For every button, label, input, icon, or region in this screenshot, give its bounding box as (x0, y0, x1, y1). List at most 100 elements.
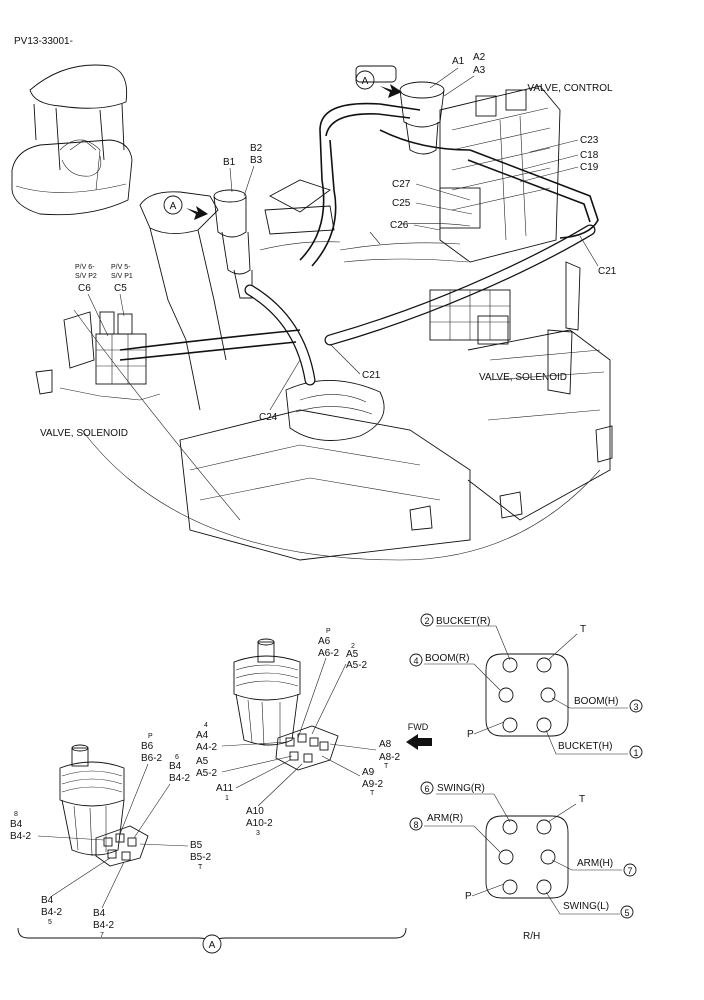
pin-tag: 8 (14, 811, 18, 818)
port-number: 2 (424, 616, 429, 626)
left-lever-detail (59, 744, 149, 867)
part-label-c24: C24 (259, 412, 278, 423)
pin-tag: T (384, 763, 389, 770)
port-label: BUCKET(H) (558, 741, 612, 752)
part-label-b4-2: B4-2 (41, 907, 63, 918)
port-number: 3 (633, 702, 638, 712)
port-number: 8 (413, 820, 418, 830)
callout-letter: A (362, 76, 369, 87)
part-label-a2: A2 (473, 52, 486, 63)
part-label-a8: A8 (379, 739, 392, 750)
frame-structure (35, 179, 613, 561)
cab-thumbnail (11, 64, 133, 216)
port-number: 5 (624, 908, 629, 918)
rh-label: R/H (523, 931, 540, 942)
port-t-label: T (580, 624, 586, 635)
part-label-a4: A4 (196, 730, 209, 741)
pin-tag: T (198, 864, 203, 871)
part-label-a6: A6 (318, 636, 331, 647)
port-number: 1 (633, 748, 638, 758)
pin-tag: P (326, 628, 331, 635)
fwd-label: FWD (408, 722, 429, 732)
part-label-c21: C21 (598, 266, 617, 277)
part-label-a5-2: A5-2 (196, 768, 218, 779)
pin-tag: 6 (175, 754, 179, 761)
pin-tag: 3 (256, 830, 260, 837)
valve-solenoid-label: VALVE, SOLENOID (479, 372, 567, 383)
pin-tag: T (370, 790, 375, 797)
port-diagram-bottom: T P 6 SWING(R) 8 ARM(R) 7 ARM(H) 5 SWING… (409, 781, 637, 919)
part-label-a3: A3 (473, 65, 486, 76)
valve-solenoid-label: VALVE, SOLENOID (40, 428, 128, 439)
part-label-b6: B6 (141, 741, 154, 752)
lever-b-upper (213, 189, 253, 299)
fwd-arrow-icon (406, 734, 432, 750)
part-tag-c6-1: P/V 6- (75, 264, 95, 271)
solenoid-valve-right (429, 289, 511, 345)
lever-a-upper (355, 65, 445, 155)
part-label-c6: C6 (78, 283, 91, 294)
port-number: 7 (627, 866, 632, 876)
callout-letter: A (209, 940, 216, 951)
port-label: BOOM(R) (425, 653, 469, 664)
part-tag-c6-2: S/V P2 (75, 273, 97, 280)
port-label: BUCKET(R) (436, 616, 490, 627)
pin-tag: 2 (351, 643, 355, 650)
port-label: ARM(H) (577, 858, 613, 869)
port-label: SWING(L) (563, 901, 609, 912)
part-label-b4-2: B4-2 (10, 831, 32, 842)
pin-tag: 1 (225, 795, 229, 802)
pin-tag: 5 (48, 919, 52, 926)
port-t-label: T (579, 794, 585, 805)
part-label-c5: C5 (114, 283, 127, 294)
part-label-c23: C23 (580, 135, 599, 146)
part-label-c27: C27 (392, 179, 411, 190)
port-p-label: P (465, 891, 472, 902)
part-label-a10-2: A10-2 (246, 818, 273, 829)
part-label-a9-2: A9-2 (362, 779, 384, 790)
part-label-a10: A10 (246, 806, 264, 817)
part-label-b1: B1 (223, 157, 236, 168)
part-label-b3: B3 (250, 155, 263, 166)
part-label-c21: C21 (362, 370, 381, 381)
part-label-c19: C19 (580, 162, 599, 173)
detail-bracket: A (17, 927, 407, 954)
part-label-a5: A5 (196, 756, 209, 767)
callout-a-mid: A (163, 195, 208, 220)
part-label-c18: C18 (580, 150, 599, 161)
part-label-a11: A11 (216, 783, 233, 794)
part-label-c26: C26 (390, 220, 409, 231)
part-label-b4: B4 (93, 908, 106, 919)
part-label-b6-2: B6-2 (141, 753, 163, 764)
callout-a-top: A (355, 70, 402, 98)
part-label-b4: B4 (41, 895, 54, 906)
control-valve-block (439, 85, 561, 263)
pin-tag: 7 (100, 932, 104, 939)
part-label-a1: A1 (452, 56, 465, 67)
part-label-b2: B2 (250, 143, 263, 154)
port-number: 6 (424, 784, 429, 794)
part-label-a5: A5 (346, 649, 359, 660)
port-label: SWING(R) (437, 783, 485, 794)
pin-tag: 4 (204, 722, 208, 729)
part-label-c25: C25 (392, 198, 411, 209)
part-label-b4: B4 (169, 761, 182, 772)
port-label: BOOM(H) (574, 696, 618, 707)
part-label-a8-2: A8-2 (379, 752, 401, 763)
part-tag-c5-1: P/V 5- (111, 264, 131, 271)
part-label-b4-2: B4-2 (169, 773, 191, 784)
part-label-a9: A9 (362, 767, 375, 778)
callout-letter: A (170, 201, 177, 212)
port-number: 4 (413, 656, 418, 666)
port-label: ARM(R) (427, 813, 463, 824)
solenoid-valve-left (59, 311, 161, 401)
part-label-a5-2: A5-2 (346, 660, 368, 671)
part-tag-c5-2: S/V P1 (111, 273, 133, 280)
port-diagram-top: T P 2 BUCKET(R) 4 BOOM(R) 3 BOOM(H) 1 BU… (409, 613, 643, 759)
part-label-b4-2: B4-2 (93, 920, 115, 931)
valve-control-label: VALVE, CONTROL (527, 83, 613, 94)
part-label-a6-2: A6-2 (318, 648, 340, 659)
part-label-b5: B5 (190, 840, 203, 851)
part-label-b4: B4 (10, 819, 23, 830)
